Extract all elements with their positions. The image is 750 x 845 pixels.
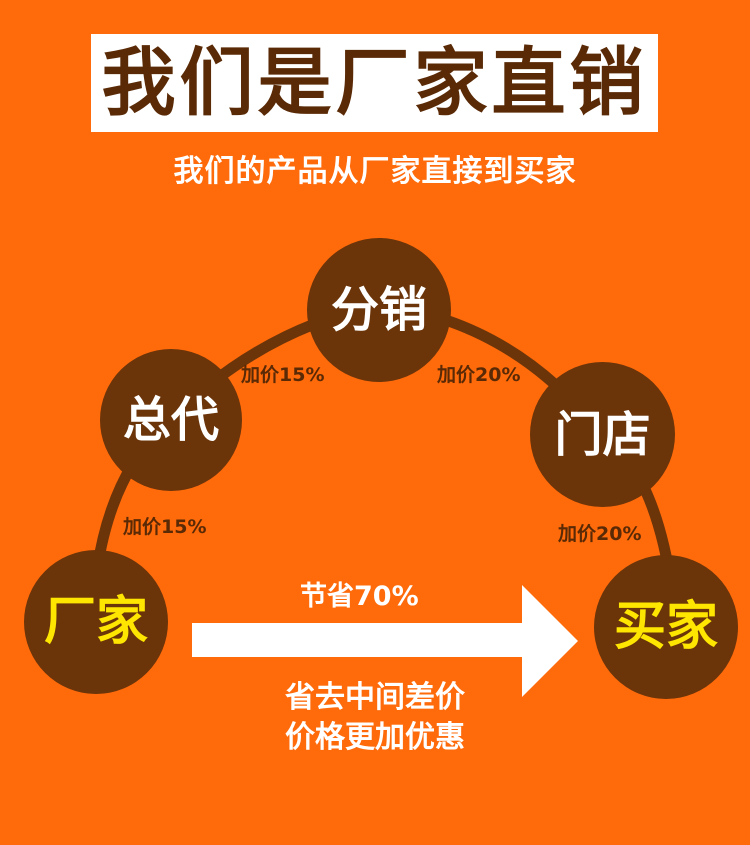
node-agent-label: 总代 xyxy=(122,392,219,448)
edge-label-agent-distributor: 加价15% xyxy=(241,364,325,386)
direct-benefit-line2: 价格更加优惠 xyxy=(285,720,465,755)
node-store-label: 门店 xyxy=(554,406,651,463)
node-distributor: 分销 xyxy=(307,238,451,382)
page-title: 我们是厂家直销 xyxy=(101,40,648,126)
node-buyer-label: 买家 xyxy=(613,597,718,657)
node-agent: 总代 xyxy=(100,349,242,491)
direct-arrow xyxy=(192,585,578,697)
node-buyer: 买家 xyxy=(594,555,738,699)
edge-label-store-buyer: 加价20% xyxy=(558,523,642,545)
title-box: 我们是厂家直销 xyxy=(91,34,658,132)
node-factory-label: 厂家 xyxy=(43,592,148,652)
direct-benefit-line1: 省去中间差价 xyxy=(285,680,465,715)
node-distributor-label: 分销 xyxy=(330,282,427,338)
edge-label-distributor-store: 加价20% xyxy=(437,364,521,386)
page-subtitle: 我们的产品从厂家直接到买家 xyxy=(173,154,577,189)
node-factory: 厂家 xyxy=(24,550,168,694)
saving-label: 节省70% xyxy=(300,581,419,612)
node-store: 门店 xyxy=(530,362,675,507)
edge-label-factory-agent: 加价15% xyxy=(123,516,207,538)
